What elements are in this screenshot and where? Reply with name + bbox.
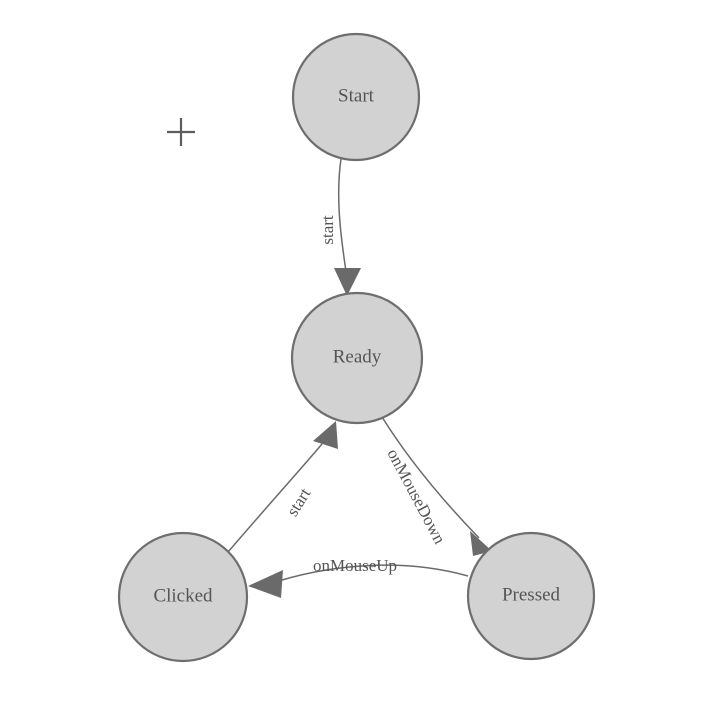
edge-label-pressed-to-clicked: onMouseUp [313, 556, 397, 575]
state-label-start: Start [338, 85, 375, 106]
edge-pressed-to-clicked[interactable]: onMouseUp [248, 556, 469, 598]
state-label-clicked: Clicked [153, 585, 213, 606]
edge-start-to-ready-path [337, 158, 348, 279]
state-circle-ready[interactable] [290, 291, 424, 425]
edge-clicked-to-ready-arrowhead [313, 421, 338, 449]
edge-clicked-to-ready-path [227, 443, 323, 553]
state-circle-pressed[interactable] [466, 531, 596, 661]
state-circle-clicked[interactable] [117, 531, 249, 663]
edge-clicked-to-ready[interactable]: start [227, 421, 338, 553]
edge-pressed-to-clicked-path [281, 564, 469, 581]
edge-pressed-to-clicked-arrowhead [248, 570, 283, 598]
edge-ready-to-pressed-path [381, 416, 480, 539]
edge-ready-to-pressed-arrowhead [470, 531, 492, 556]
state-node-ready[interactable]: Ready [290, 291, 424, 425]
edge-start-to-ready-arrowhead [334, 268, 361, 296]
edge-label-ready-to-pressed: onMouseDown [383, 446, 449, 548]
edge-label-clicked-to-ready: start [283, 484, 315, 519]
edge-label-start-to-ready: start [318, 215, 337, 245]
state-node-start[interactable]: Start [291, 32, 421, 162]
state-node-pressed[interactable]: Pressed [466, 531, 596, 661]
state-node-clicked[interactable]: Clicked [117, 531, 249, 663]
edge-start-to-ready[interactable]: start [318, 158, 361, 296]
state-circle-start[interactable] [291, 32, 421, 162]
edge-ready-to-pressed[interactable]: onMouseDown [381, 416, 492, 556]
crosshair-cursor-icon [167, 118, 195, 146]
state-label-pressed: Pressed [502, 584, 561, 605]
state-label-ready: Ready [333, 346, 382, 367]
